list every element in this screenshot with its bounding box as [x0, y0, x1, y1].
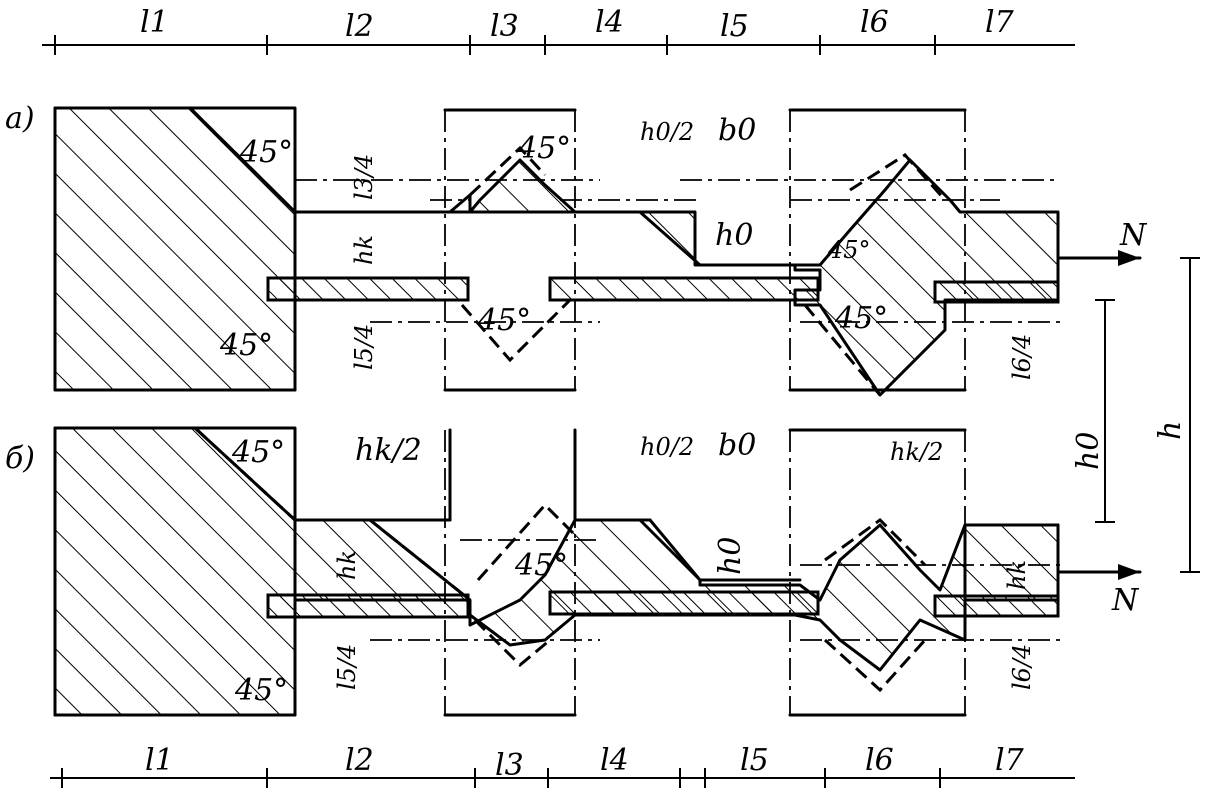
dim-top-l2: l2 [345, 9, 374, 44]
label-b-b0: b0 [718, 428, 756, 463]
angle-a-1: 45° [239, 135, 293, 170]
label-a-b0: b0 [718, 113, 756, 148]
angle-b-1: 45° [231, 435, 285, 470]
label-a-hk: hk [350, 235, 378, 265]
label-b-l6q: l6/4 [1008, 644, 1036, 690]
label-b-h0-half: h0/2 [640, 433, 694, 461]
variant-a-bar-1 [266, 276, 470, 302]
force-label-b: N [1111, 583, 1140, 618]
dim-top-l5: l5 [720, 9, 749, 44]
label-b-h0: h0 [713, 537, 748, 575]
dim-bottom-l4: l4 [600, 743, 629, 778]
label-a-l6q: l6/4 [1008, 334, 1036, 380]
variant-a-bar-2 [548, 276, 820, 302]
dim-bottom-l5: l5 [740, 743, 769, 778]
variant-b-bar-2 [548, 590, 820, 616]
label-a-l3q: l3/4 [350, 154, 378, 200]
dim-top-l6: l6 [860, 5, 889, 40]
angle-a-6: 45° [834, 301, 888, 336]
angle-a-4: 45° [477, 303, 531, 338]
variant-a-bar-3 [933, 280, 1060, 304]
dim-bottom-l7: l7 [995, 743, 1025, 778]
angle-a-5: 45° [827, 236, 871, 264]
force-label-a: N [1119, 218, 1148, 253]
variant-b-bar-1 [266, 593, 470, 619]
dim-top-l4: l4 [595, 5, 624, 40]
top-dimension-line [42, 35, 1075, 55]
angle-b-3: 45° [234, 673, 288, 708]
variant-b-section [53, 426, 1060, 717]
label-h: h [1153, 421, 1188, 440]
right-dimensions [1095, 257, 1200, 573]
label-b-l5q: l5/4 [333, 644, 361, 690]
force-arrow-b [1056, 564, 1142, 580]
label-a-h0: h0 [715, 218, 753, 253]
label-h0-right: h0 [1071, 432, 1106, 470]
variant-b-label: б) [5, 441, 35, 476]
dim-top-l1: l1 [140, 5, 169, 40]
label-a-l5q: l5/4 [350, 324, 378, 370]
bottom-dimension-line [50, 768, 1075, 788]
dim-top-l3: l3 [490, 9, 519, 44]
label-b-hk-half: hk/2 [355, 433, 422, 468]
label-b-hk: hk [333, 550, 361, 580]
variant-b-bar-3 [933, 594, 1060, 618]
dim-bottom-l2: l2 [345, 743, 374, 778]
dim-bottom-l1: l1 [145, 743, 174, 778]
angle-a-3: 45° [219, 328, 273, 363]
variant-a-section [53, 106, 1060, 397]
dim-bottom-l6: l6 [865, 743, 894, 778]
angle-b-2: 45° [514, 548, 568, 583]
variant-a-label: а) [5, 101, 35, 136]
label-b-hk-half-right: hk/2 [890, 438, 943, 466]
label-b-hk-right: hk [1003, 560, 1031, 590]
dim-bottom-l3: l3 [495, 748, 524, 783]
angle-a-2: 45° [517, 131, 571, 166]
force-arrow-a [1056, 250, 1142, 266]
dim-top-l7: l7 [985, 5, 1015, 40]
label-a-h0-half: h0/2 [640, 118, 694, 146]
